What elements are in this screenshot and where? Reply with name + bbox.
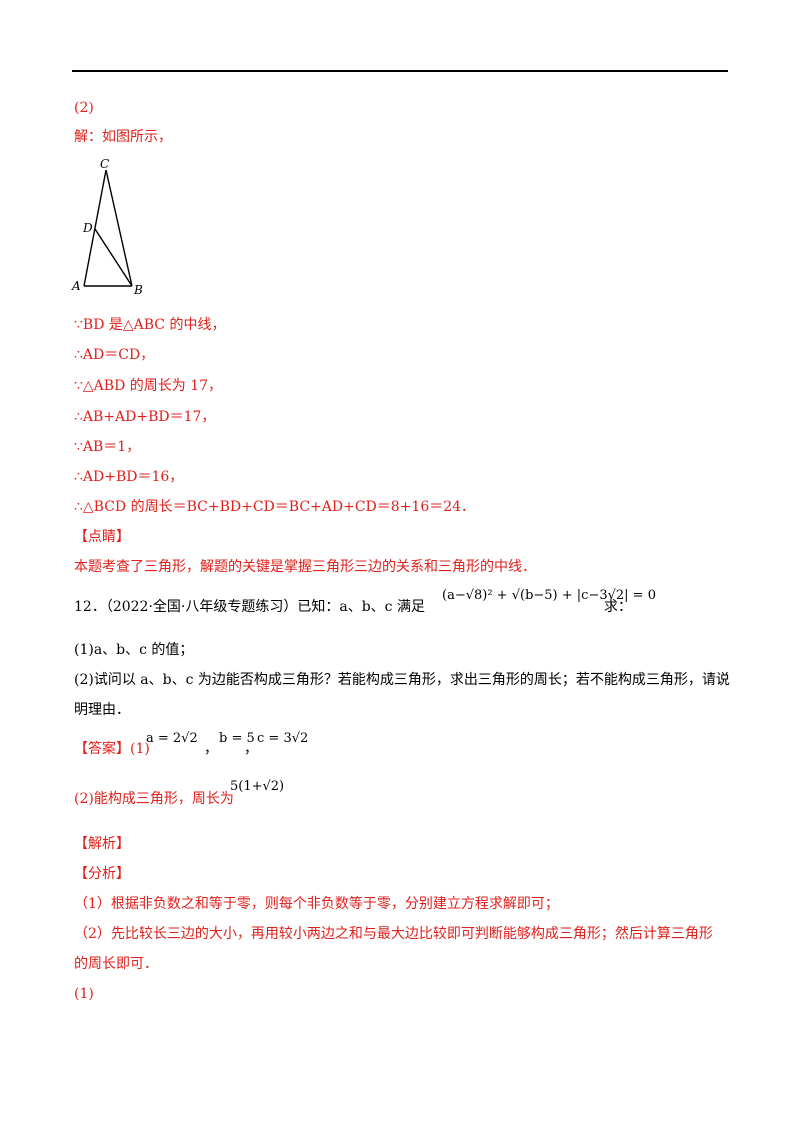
step-1: ∵BD 是△ABC 的中线， <box>74 317 226 333</box>
answer-sep-1: ， <box>204 741 218 757</box>
median-bd <box>94 228 133 287</box>
side-ca <box>83 169 107 287</box>
question-12-equation: (a−√8)² + √(b−5) + |c−3√2| = 0 <box>442 588 656 603</box>
step-7: ∴△BCD 的周长＝BC+BD+CD＝BC+AD+CD＝8+16＝24． <box>74 499 476 515</box>
solution-intro: 解：如图所示， <box>74 129 172 145</box>
step-3: ∵△ABD 的周长为 17， <box>74 378 223 394</box>
answer-part2-value: 5(1+√2) <box>230 779 285 794</box>
question-12-sub2-line2: 明理由． <box>74 702 130 718</box>
side-cb <box>105 169 133 287</box>
header-rule <box>72 70 728 72</box>
fenxi-line-2: （2）先比较长三边的大小，再用较小两边之和与最大边比较即可判断能够构成三角形；然… <box>74 926 713 942</box>
fenxi-label: 【分析】 <box>74 866 130 882</box>
label-c: C <box>100 157 109 171</box>
question-12-prefix: 12．（2022·全国·八年级专题练习）已知：a、b、c 满足 <box>74 599 425 615</box>
question-12-sub1: (1)a、b、c 的值； <box>74 642 194 658</box>
fenxi-line-1: （1）根据非负数之和等于零，则每个非负数等于零，分别建立方程求解即可； <box>74 896 559 912</box>
answer-c-value: c = 3√2 <box>257 731 309 746</box>
final-part-label: (1) <box>74 986 94 1002</box>
part-2-label: (2) <box>74 100 94 116</box>
step-6: ∴AD+BD＝16， <box>74 469 184 485</box>
answer-sep-2: ， <box>244 741 258 757</box>
step-5: ∵AB＝1， <box>74 439 141 455</box>
question-12-suffix: 求： <box>604 599 632 615</box>
dianjing-label: 【点睛】 <box>74 529 130 545</box>
answer-b-value: b = 5 <box>219 731 255 746</box>
label-a: A <box>71 279 81 293</box>
fenxi-line-3: 的周长即可． <box>74 956 158 972</box>
answer-a-value: a = 2√2 <box>146 731 198 746</box>
answer-part1-prefix: (1) <box>130 741 150 757</box>
triangle-figure: C D A B <box>71 157 143 297</box>
question-12-sub2-line1: (2)试问以 a、b、c 为边能否构成三角形？若能构成三角形，求出三角形的周长；… <box>74 672 730 688</box>
step-4: ∴AB+AD+BD＝17， <box>74 409 216 425</box>
label-b: B <box>133 283 143 297</box>
answer-label: 【答案】 <box>74 741 130 757</box>
answer-part2-text: (2)能构成三角形，周长为 <box>74 791 234 807</box>
jiexi-label: 【解析】 <box>74 836 130 852</box>
label-d: D <box>82 221 93 235</box>
dianjing-text: 本题考查了三角形，解题的关键是掌握三角形三边的关系和三角形的中线． <box>74 559 536 575</box>
step-2: ∴AD＝CD， <box>74 347 155 363</box>
